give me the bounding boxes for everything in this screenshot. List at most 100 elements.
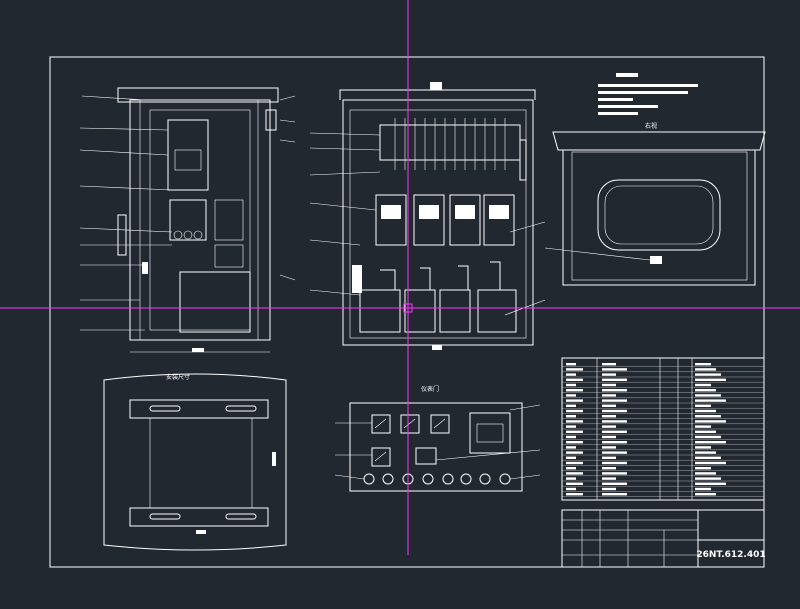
parts-list-entry — [695, 415, 721, 418]
indicator-lamp-icon — [422, 473, 434, 485]
meter-icon — [430, 414, 450, 434]
drawing-number: 26NT.612.401 — [696, 550, 765, 560]
parts-list-rows — [562, 363, 764, 497]
parts-list-entry — [602, 451, 627, 454]
parts-list-entry — [695, 373, 721, 376]
parts-list-entry — [566, 472, 583, 475]
meter-icon — [400, 414, 420, 434]
parts-list-entry — [695, 389, 716, 392]
front-layout-view — [309, 82, 546, 350]
parts-list-entry — [566, 487, 576, 491]
parts-list-entry — [602, 363, 616, 366]
parts-list-entry — [602, 415, 616, 418]
parts-list-entry — [566, 461, 583, 465]
parts-list-entry — [602, 373, 616, 376]
parts-list-entry — [566, 415, 576, 418]
parts-list-entry — [566, 383, 576, 387]
parts-list-entry — [602, 467, 616, 470]
controller-display — [469, 412, 511, 454]
side-section-view — [79, 87, 296, 353]
parts-list-entry — [695, 404, 711, 407]
parts-list-entry — [695, 394, 721, 397]
parts-list-entry — [602, 404, 616, 407]
parts-list-entry — [602, 487, 616, 491]
parts-list-entry — [695, 467, 711, 470]
parts-list-entry — [566, 446, 576, 449]
notes-title-bar — [616, 73, 638, 77]
parts-list-entry — [566, 404, 576, 407]
parts-list-entry — [602, 425, 616, 428]
door-view-title: 仪表门 — [421, 385, 439, 393]
parts-list-entry — [566, 409, 583, 413]
parts-list-entry — [695, 383, 711, 387]
parts-list-entry — [695, 399, 726, 402]
indicator-lamp-icon — [442, 473, 454, 485]
mounting-view-title: 安装尺寸 — [166, 373, 190, 381]
drawing-border — [49, 56, 765, 568]
parts-list-entry — [602, 446, 616, 449]
parts-list-entry — [695, 487, 711, 491]
indicator-lamp-icon — [382, 473, 394, 485]
parts-list-entry — [566, 493, 583, 496]
parts-list-entry — [602, 430, 627, 433]
parts-list-entry — [602, 472, 627, 475]
parts-list-entry — [695, 456, 721, 459]
parts-list-entry — [566, 373, 576, 376]
indicator-lamp-icon — [460, 473, 472, 485]
title-block: 26NT.612.401 — [561, 509, 766, 568]
parts-list-entry — [602, 456, 616, 459]
parts-list-entry — [695, 493, 716, 496]
parts-list-entry — [695, 482, 726, 485]
meter-icon — [371, 447, 391, 467]
parts-list-entry — [566, 451, 583, 454]
parts-list-entry — [695, 409, 716, 413]
parts-list-entry — [602, 420, 627, 423]
parts-list-entry — [695, 420, 726, 423]
parts-list-entry — [602, 493, 627, 496]
parts-list-entry — [695, 425, 711, 428]
cad-crosshair-cursor — [0, 0, 800, 555]
parts-list-entry — [602, 482, 627, 485]
parts-list-entry — [695, 446, 711, 449]
parts-list-entry — [695, 435, 721, 439]
right-side-view: 右视 — [544, 73, 766, 286]
parts-list-entry — [566, 430, 583, 433]
parts-list-entry — [602, 394, 616, 397]
parts-list-entry — [695, 441, 726, 444]
parts-list-entry — [695, 461, 726, 465]
parts-list-entry — [566, 363, 576, 366]
parts-list-entry — [602, 368, 627, 371]
parts-list-entry — [602, 409, 627, 413]
parts-list-entry — [566, 394, 576, 397]
parts-list-entry — [695, 368, 716, 371]
indicator-lamp-icon — [363, 473, 375, 485]
parts-list-entry — [695, 451, 716, 454]
parts-list-entry — [695, 378, 726, 381]
parts-list-entry — [695, 477, 721, 480]
parts-list-entry — [695, 472, 716, 475]
parts-list-entry — [602, 441, 627, 444]
parts-list-entry — [602, 477, 616, 480]
parts-list-entry — [602, 389, 627, 392]
mounting-dimensions-view: 安装尺寸 — [103, 373, 287, 551]
parts-list-entry — [566, 378, 583, 381]
parts-list-entry — [566, 425, 576, 428]
parts-list-entry — [566, 456, 576, 459]
parts-list-entry — [695, 363, 711, 366]
parts-list-entry — [602, 461, 627, 465]
parts-list-entry — [566, 467, 576, 470]
parts-list-entry — [602, 378, 627, 381]
parts-list-entry — [566, 482, 583, 485]
indicator-lamp-icon — [479, 473, 491, 485]
parts-list-entry — [602, 435, 616, 439]
parts-list-entry — [566, 441, 583, 444]
parts-list-entry — [566, 399, 583, 402]
switch-icon — [415, 447, 437, 465]
parts-list-entry — [566, 435, 576, 439]
parts-list-entry — [602, 383, 616, 387]
right-view-title: 右视 — [645, 122, 657, 130]
parts-list-entry — [695, 430, 716, 433]
instrument-door-view: 仪表门 — [334, 385, 541, 492]
